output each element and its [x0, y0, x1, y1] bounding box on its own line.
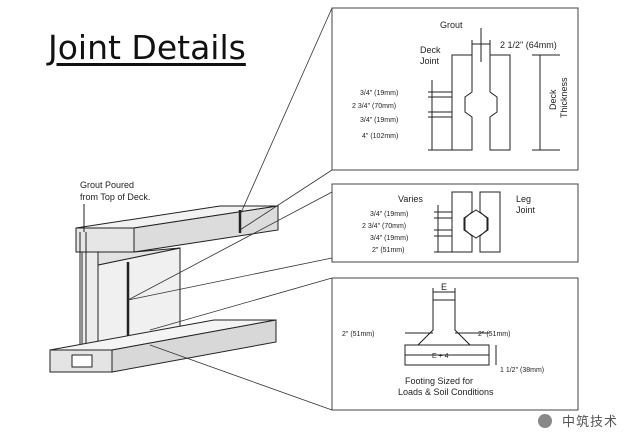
leg-front: [81, 251, 99, 346]
footing-e-plus: E + 4: [432, 353, 449, 360]
deck-dim-4: 4" (102mm): [362, 133, 398, 140]
grout-note-line1: Grout Poured: [80, 180, 134, 190]
footing-left-dim: 2" (51mm): [342, 331, 374, 338]
deck-thickness-1: Deck: [548, 89, 558, 110]
callout-lines: [127, 7, 333, 411]
leg-varies-label: Varies: [398, 194, 423, 204]
wechat-icon: [538, 414, 552, 428]
deck-slab-side: [133, 205, 279, 253]
deck-gap-dim: 2 1/2" (64mm): [500, 40, 557, 50]
deck-joint-label-2: Joint: [420, 56, 440, 66]
deck-joint-label-1: Deck: [420, 45, 441, 55]
leg-detail-box: [331, 183, 579, 263]
page-title: Joint Details: [48, 28, 246, 67]
deck-slab-front: [75, 227, 135, 253]
footing-e-label: E: [441, 282, 447, 292]
deck-grout-label: Grout: [440, 20, 463, 30]
watermark: 中筑技术: [561, 415, 618, 430]
deck-dim-2: 2 3/4" (70mm): [352, 103, 396, 110]
wall-side: [97, 247, 181, 266]
footing-detail: E 2" (51mm) 2" (51mm) E + 4 1 1/2" (38mm…: [331, 277, 579, 411]
structure-overview: [49, 204, 279, 373]
footing-depth-dim: 1 1/2" (38mm): [500, 367, 544, 374]
deck-joint-detail: Grout 2 1/2" (64mm) Deck Joint 3/4" (19m…: [331, 7, 579, 171]
footing-side: [111, 319, 277, 373]
deck-dim-3: 3/4" (19mm): [360, 117, 398, 124]
leg-dim-4: 2" (51mm): [372, 247, 404, 254]
leg-dim-1: 3/4" (19mm): [370, 211, 408, 218]
footing-note-1: Footing Sized for: [405, 376, 473, 386]
leg-joint-label-1: Leg: [516, 194, 531, 204]
deck-thickness-2: Thickness: [559, 77, 569, 118]
leg-dim-2: 2 3/4" (70mm): [362, 223, 406, 230]
deck-dim-1: 3/4" (19mm): [360, 90, 398, 97]
grout-note-line2: from Top of Deck.: [80, 192, 150, 202]
leg-joint-detail: Varies Leg Joint 3/4" (19mm) 2 3/4" (70m…: [331, 183, 579, 263]
footing-note-2: Loads & Soil Conditions: [398, 387, 494, 397]
footing-right-dim: 2" (51mm): [478, 331, 510, 338]
leg-joint-label-2: Joint: [516, 205, 536, 215]
leg-dim-3: 3/4" (19mm): [370, 235, 408, 242]
